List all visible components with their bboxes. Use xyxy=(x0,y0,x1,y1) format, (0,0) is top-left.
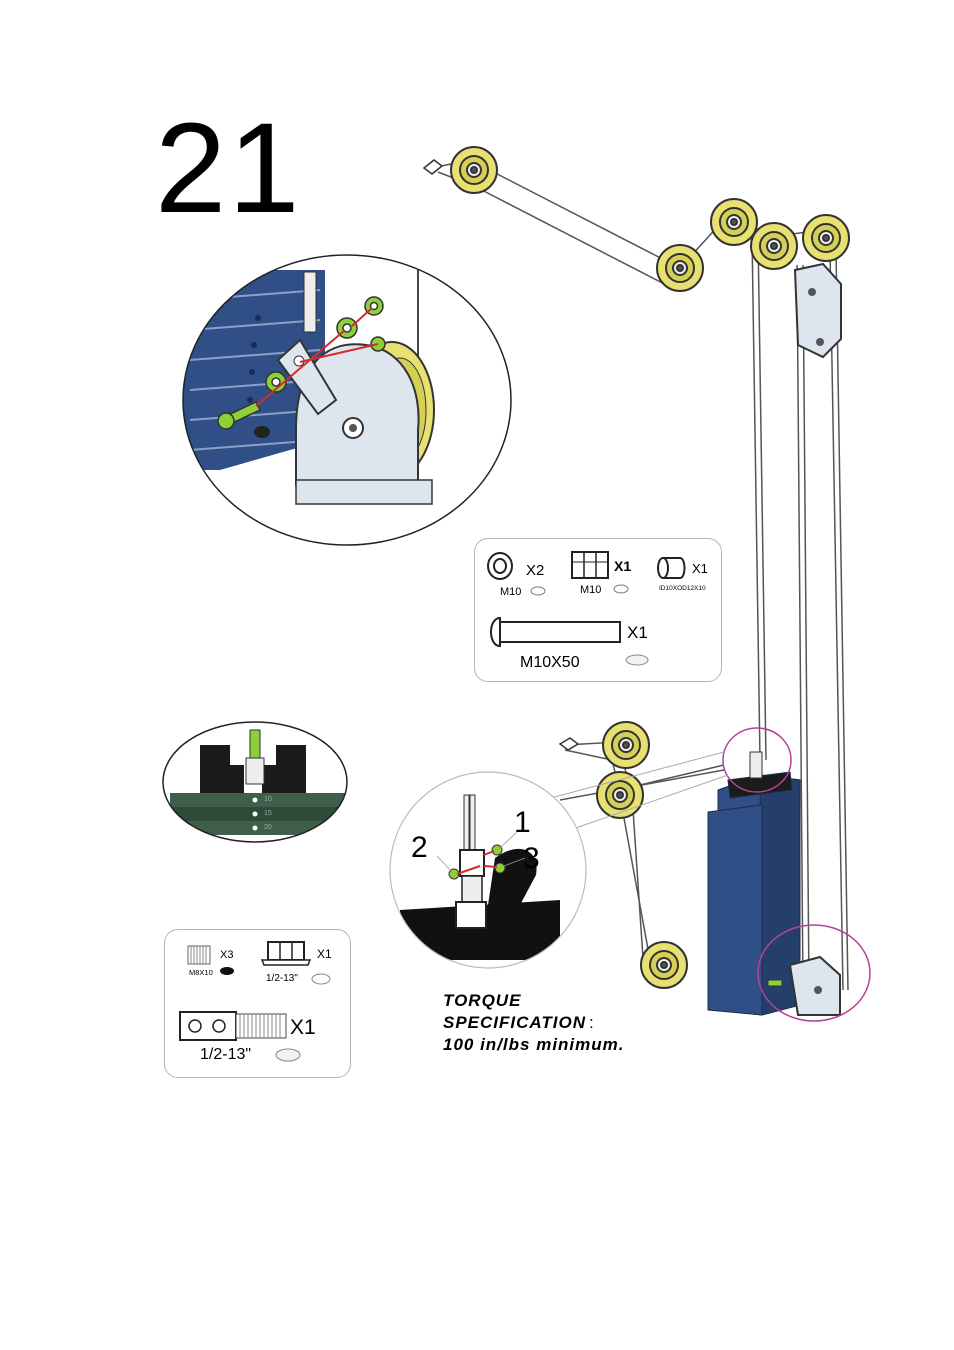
torque-value: 100 in/lbs minimum. xyxy=(443,1035,625,1054)
washer-icon xyxy=(487,552,513,580)
callout-3: 3 xyxy=(523,842,540,875)
setscrew-swatch-icon xyxy=(220,967,234,975)
threaded-adapter-icon xyxy=(179,1011,287,1041)
bushing-qty: X1 xyxy=(692,561,708,576)
setscrew-qty: X3 xyxy=(220,949,234,961)
adapter-swatch-icon xyxy=(275,1048,301,1062)
bushing-size: ID10XOD12X10 xyxy=(659,585,706,592)
locknut-swatch-icon xyxy=(311,973,331,985)
washer-size: M10 xyxy=(500,586,522,598)
highlight-circle-bottom xyxy=(757,924,871,1022)
washer-swatch-icon xyxy=(530,586,546,596)
bolt-swatch-icon xyxy=(625,654,649,666)
torque-heading: TORQUE xyxy=(443,991,522,1010)
locknut-size: 1/2-13" xyxy=(266,973,298,984)
adapter-qty: X1 xyxy=(290,1016,316,1039)
stack-number-10: 10 xyxy=(264,796,272,803)
torque-specification: TORQUE SPECIFICATION: 100 in/lbs minimum… xyxy=(443,990,625,1056)
torque-subheading: SPECIFICATION: xyxy=(443,1012,625,1034)
torque-spec-label: SPECIFICATION xyxy=(443,1013,587,1032)
callout-2: 2 xyxy=(411,831,428,864)
bolt-size: M10X50 xyxy=(520,654,580,671)
nut-swatch-icon xyxy=(613,584,629,594)
nut-size: M10 xyxy=(580,584,602,596)
callout-1: 1 xyxy=(514,806,531,839)
torque-colon: : xyxy=(589,1013,595,1032)
nut-qty: X1 xyxy=(614,558,632,574)
bolt-icon xyxy=(490,616,621,648)
stack-number-20: 20 xyxy=(264,824,272,831)
locknut-icon xyxy=(260,941,312,966)
locknut-qty: X1 xyxy=(317,947,332,961)
adapter-size: 1/2-13" xyxy=(200,1046,252,1063)
bushing-icon xyxy=(657,557,686,579)
setscrew-icon xyxy=(187,945,211,965)
step-number: 21 xyxy=(155,97,302,240)
stack-number-15: 15 xyxy=(264,810,272,817)
nut-icon xyxy=(571,551,609,579)
washer-qty: X2 xyxy=(526,562,545,579)
setscrew-size: M8X10 xyxy=(189,968,213,977)
highlight-circle-top xyxy=(722,727,792,793)
bolt-qty: X1 xyxy=(627,623,648,642)
